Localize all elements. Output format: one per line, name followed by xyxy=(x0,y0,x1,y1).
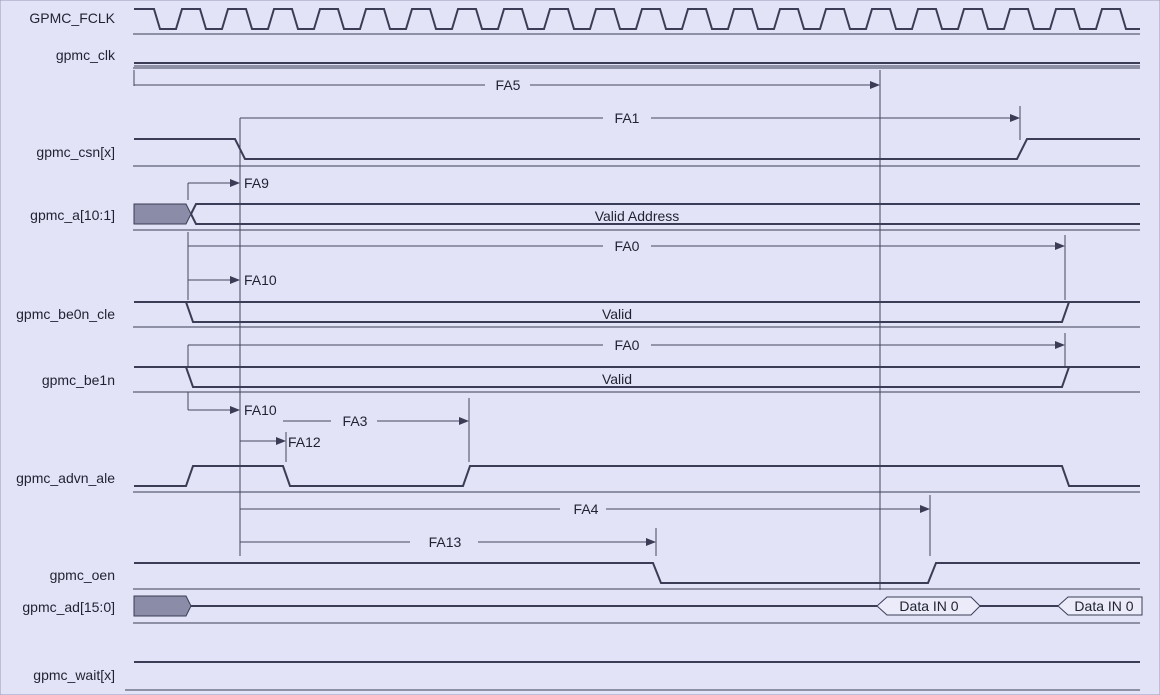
label-gpmc-be1n: gpmc_be1n xyxy=(42,372,115,388)
label-gpmc-wait: gpmc_wait[x] xyxy=(33,667,115,683)
label-gpmc-advn-ale: gpmc_advn_ale xyxy=(16,470,115,486)
label-fa4: FA4 xyxy=(574,501,599,517)
timing-fa13: FA13 xyxy=(240,528,657,556)
waveform-gpmc-clk xyxy=(134,62,1140,67)
label-fa9: FA9 xyxy=(244,175,269,191)
waveform-gpmc-advn-ale xyxy=(134,465,1140,487)
timing-fa5: FA5 xyxy=(133,70,880,93)
bus-value-address: Valid Address xyxy=(595,208,680,224)
label-fa10-be0n: FA10 xyxy=(244,272,277,288)
label-gpmc-fclk: GPMC_FCLK xyxy=(29,10,115,26)
bus-value-data-in-2: Data IN 0 xyxy=(1074,598,1133,614)
bus-value-be0: Valid xyxy=(602,306,632,322)
label-fa12: FA12 xyxy=(288,434,321,450)
timing-fa10-advn: FA10 xyxy=(187,392,277,418)
label-fa13: FA13 xyxy=(429,534,462,550)
signal-labels: GPMC_FCLK gpmc_clk gpmc_csn[x] gpmc_a[10… xyxy=(16,10,116,683)
waveform-gpmc-be1n: Valid xyxy=(134,366,1140,388)
label-fa3: FA3 xyxy=(343,413,368,429)
waveform-gpmc-be0n-cle: Valid xyxy=(134,301,1140,323)
label-gpmc-clk: gpmc_clk xyxy=(56,47,116,63)
label-fa1: FA1 xyxy=(615,110,640,126)
bus-value-data-in-1: Data IN 0 xyxy=(899,598,958,614)
label-gpmc-oen: gpmc_oen xyxy=(50,567,115,583)
waveform-gpmc-oen xyxy=(134,562,1140,584)
label-fa0-be0n: FA0 xyxy=(615,238,640,254)
timing-fa0-be1n: FA0 xyxy=(187,333,1066,368)
timing-fa1: FA1 xyxy=(240,106,1021,140)
label-fa0-be1n: FA0 xyxy=(615,337,640,353)
waveform-gpmc-fclk xyxy=(134,8,1140,30)
timing-fa0-be0n: FA0 xyxy=(187,232,1066,300)
bus-value-be1: Valid xyxy=(602,371,632,387)
timing-fa12: FA12 xyxy=(240,432,321,462)
waveform-gpmc-csn xyxy=(134,138,1140,160)
timing-fa3: FA3 xyxy=(283,398,470,462)
label-fa10-advn: FA10 xyxy=(244,402,277,418)
label-gpmc-be0n-cle: gpmc_be0n_cle xyxy=(16,306,115,322)
waveform-gpmc-a: Valid Address xyxy=(133,203,1140,225)
bus-box-data-in-2 xyxy=(1057,596,1143,616)
label-gpmc-a: gpmc_a[10:1] xyxy=(30,207,115,223)
label-fa5: FA5 xyxy=(496,77,521,93)
timing-fa10-be0n: FA10 xyxy=(188,272,277,288)
label-gpmc-ad: gpmc_ad[15:0] xyxy=(22,599,115,615)
label-gpmc-csn: gpmc_csn[x] xyxy=(36,144,115,160)
lane-separators xyxy=(125,33,1140,691)
waveform-gpmc-ad: Data IN 0 Data IN 0 xyxy=(133,595,1143,617)
timing-fa9: FA9 xyxy=(187,175,269,200)
timing-fa4: FA4 xyxy=(240,495,931,556)
